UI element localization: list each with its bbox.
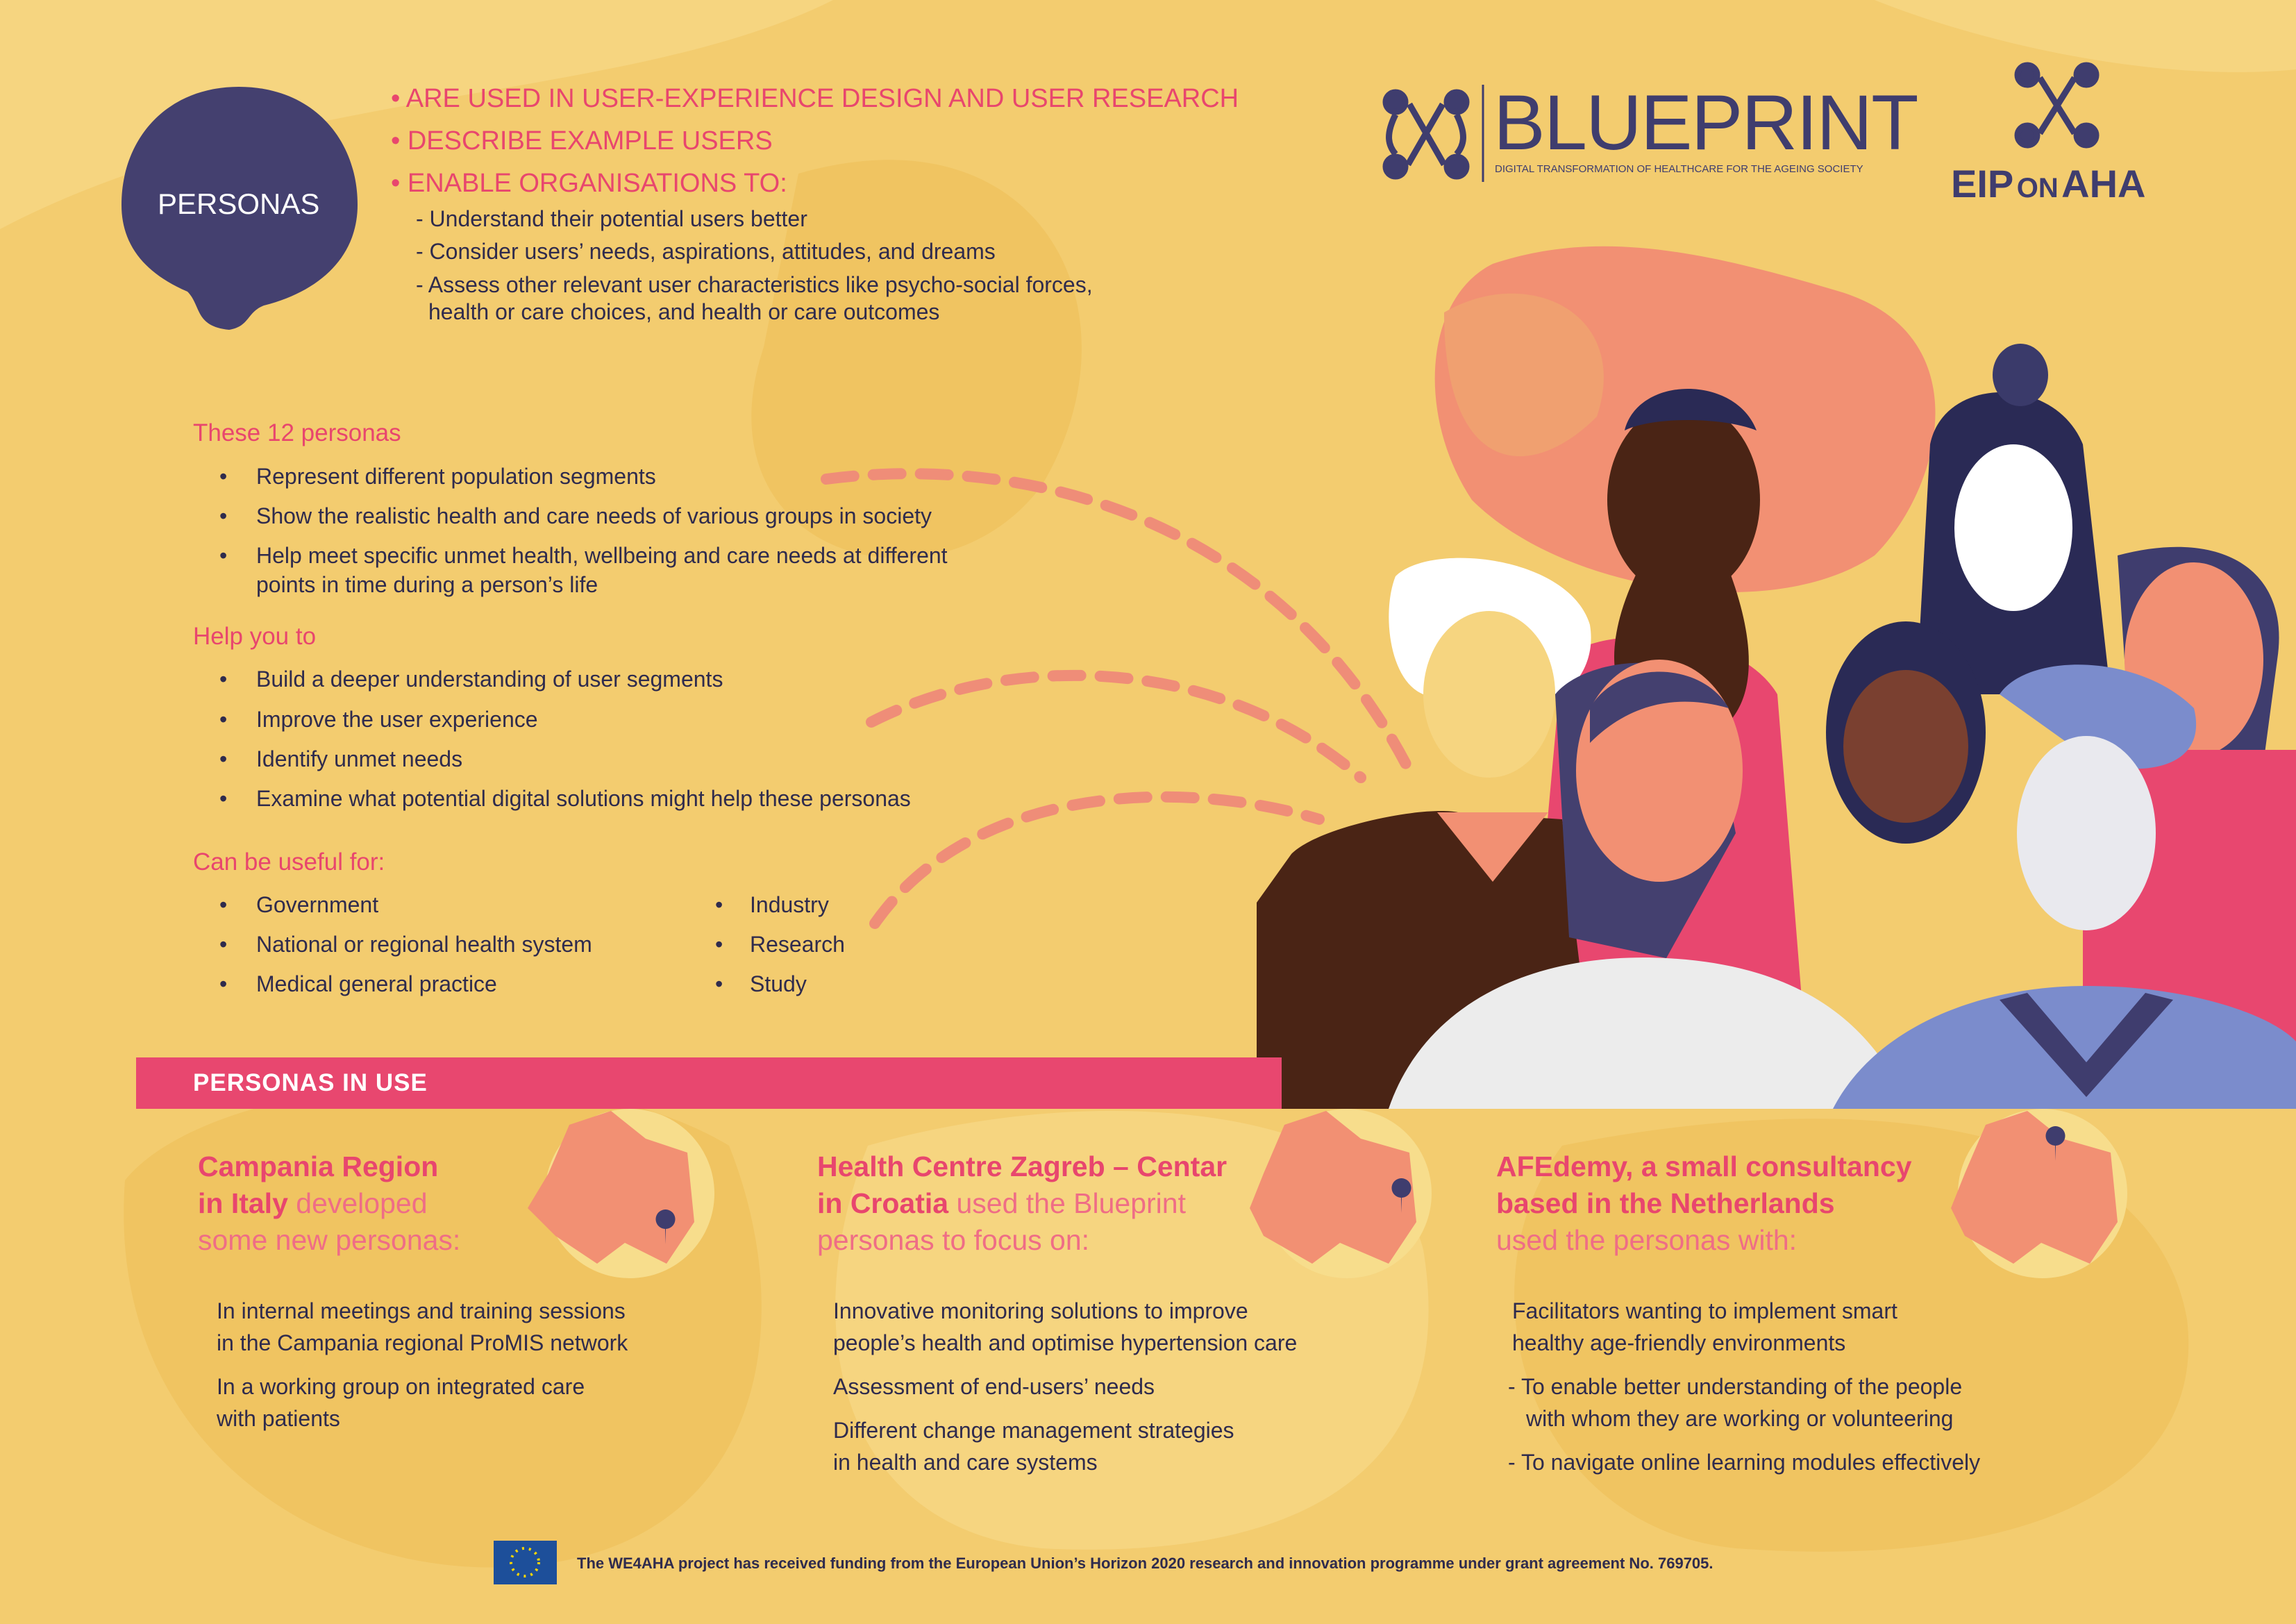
list-item: Research [750, 932, 845, 957]
list-item: Examine what potential digital solutions… [256, 786, 911, 811]
case-item: Facilitators wanting to implement smart [1512, 1298, 1897, 1323]
header-bullet: • DESCRIBE EXAMPLE USERS [391, 126, 773, 156]
bullet: • [219, 543, 228, 568]
list-item: Improve the user experience [256, 707, 538, 732]
case-title-line: Campania Region [198, 1150, 439, 1182]
bullet: • [219, 746, 228, 771]
map-netherlands [1951, 1109, 2127, 1278]
bullet: • [715, 971, 723, 996]
section-heading: Can be useful for: [193, 848, 385, 876]
case-title-line: Health Centre Zagreb – Centar [817, 1150, 1227, 1182]
case-title-line: personas to focus on: [817, 1224, 1090, 1256]
band-label: PERSONAS IN USE [193, 1069, 428, 1096]
eip-text: EIP [1951, 162, 2014, 206]
header-bullet: • ENABLE ORGANISATIONS TO: [391, 169, 787, 198]
case-item: In internal meetings and training sessio… [217, 1298, 626, 1323]
eu-flag-icon [494, 1541, 557, 1584]
section-heading: Help you to [193, 623, 317, 650]
list-item: Government [256, 892, 379, 917]
bullet: • [715, 892, 723, 917]
map-zagreb [1250, 1109, 1432, 1278]
eip-logo-icon [2014, 62, 2100, 149]
bullet: • [219, 786, 228, 811]
sub-item: - Assess other relevant user characteris… [416, 272, 1093, 297]
case-item: healthy age-friendly environments [1512, 1330, 1846, 1355]
list-item: National or regional health system [256, 932, 592, 957]
list-item: Industry [750, 892, 829, 917]
bullet: • [219, 464, 228, 489]
list-item: points in time during a person’s life [256, 572, 598, 597]
case-title-afedemy: AFEdemy, a small consultancy based in th… [1496, 1148, 1912, 1259]
sub-item: health or care choices, and health or ca… [428, 299, 940, 324]
case-items-zagreb: Innovative monitoring solutions to impro… [833, 1295, 1297, 1478]
case-title-line: in Italy [198, 1187, 288, 1219]
case-item: in health and care systems [833, 1450, 1098, 1475]
header-bullet: • ARE USED IN USER-EXPERIENCE DESIGN AND… [391, 84, 1239, 113]
map-pin-icon [1391, 1178, 1411, 1213]
bullet: • [219, 707, 228, 732]
case-item: In a working group on integrated care [217, 1374, 585, 1399]
list-item: Represent different population segments [256, 464, 656, 489]
list-item: Identify unmet needs [256, 746, 463, 771]
case-item: - To navigate online learning modules ef… [1508, 1450, 1981, 1475]
blueprint-logo-text: BLUEPRINT [1493, 79, 1919, 166]
case-item: with patients [217, 1406, 340, 1431]
aha-text: AHA [2061, 162, 2146, 206]
case-title-zagreb: Health Centre Zagreb – Centar in Croatia… [817, 1148, 1227, 1259]
case-item: with whom they are working or volunteeri… [1526, 1406, 1954, 1431]
on-text: ON [2016, 173, 2059, 203]
case-title-line: based in the Netherlands [1496, 1187, 1835, 1219]
people-illustration [1257, 246, 2296, 1109]
personas-speech-bubble [121, 87, 358, 330]
list-item: Build a deeper understanding of user seg… [256, 667, 723, 692]
case-items-afedemy: Facilitators wanting to implement smart … [1508, 1295, 1980, 1478]
case-item: in the Campania regional ProMIS network [217, 1330, 628, 1355]
list-item: Study [750, 971, 807, 996]
bullet: • [219, 971, 228, 996]
list-item: Medical general practice [256, 971, 497, 996]
case-item: Different change management strategies [833, 1418, 1234, 1443]
sub-item: - Consider users’ needs, aspirations, at… [416, 239, 996, 264]
case-items-campania: In internal meetings and training sessio… [217, 1295, 628, 1434]
dashed-connector-lines [821, 468, 1415, 929]
blueprint-tagline: DIGITAL TRANSFORMATION OF HEALTHCARE FOR… [1495, 163, 1863, 175]
section-heading: These 12 personas [193, 419, 401, 446]
case-title-line: AFEdemy, a small consultancy [1496, 1150, 1912, 1182]
list-item: Show the realistic health and care needs… [256, 503, 932, 528]
funding-notice: The WE4AHA project has received funding … [577, 1555, 1713, 1572]
case-title-line: used the personas with: [1496, 1224, 1798, 1256]
map-campania [528, 1109, 714, 1278]
case-item: - To enable better understanding of the … [1508, 1374, 1963, 1399]
personas-in-use-band: PERSONAS IN USE [136, 1057, 1282, 1109]
case-title-campania: Campania Region in Italy developed some … [198, 1148, 460, 1259]
list-item: Help meet specific unmet health, wellbei… [256, 543, 948, 568]
case-item: Innovative monitoring solutions to impro… [833, 1298, 1248, 1323]
case-title-line: in Croatia [817, 1187, 949, 1219]
bullet: • [219, 667, 228, 692]
map-pin-icon [2045, 1126, 2065, 1161]
case-title-line: used the Blueprint [948, 1187, 1186, 1219]
bullet: • [219, 892, 228, 917]
bullet: • [715, 932, 723, 957]
map-pin-icon [655, 1209, 676, 1244]
sub-item: - Understand their potential users bette… [416, 206, 807, 231]
case-item: people’s health and optimise hypertensio… [833, 1330, 1298, 1355]
case-title-line: some new personas: [198, 1224, 461, 1256]
case-title-line: developed [287, 1187, 428, 1219]
blueprint-logo-icon [1382, 89, 1470, 180]
eip-on-aha-logo: EIP ON AHA [1951, 161, 2146, 206]
bullet: • [219, 932, 228, 957]
bullet: • [219, 503, 228, 528]
case-item: Assessment of end-users’ needs [833, 1374, 1155, 1399]
personas-badge: PERSONAS [158, 187, 320, 220]
